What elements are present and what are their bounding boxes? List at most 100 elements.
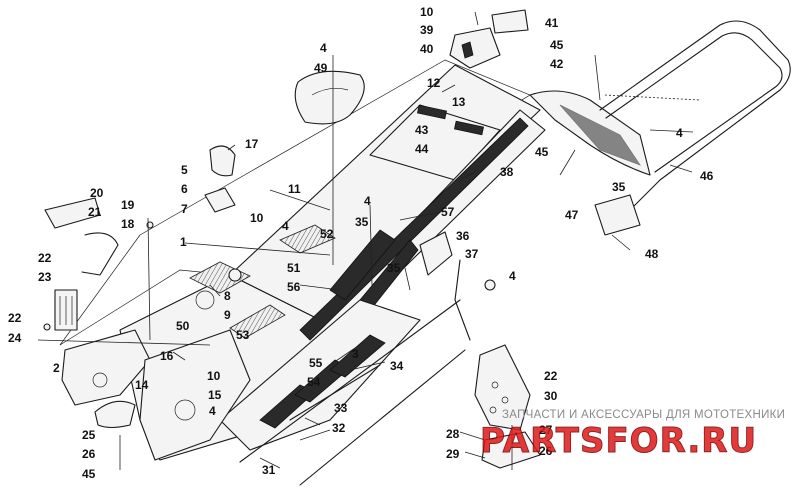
lattice-cut-3: [329, 334, 386, 378]
callout-6: 6: [181, 182, 188, 196]
callout-44: 44: [415, 142, 429, 156]
callout-45: 45: [82, 467, 96, 481]
callout-5: 5: [181, 163, 188, 177]
callout-52: 52: [320, 227, 334, 241]
hinge-47: [594, 194, 641, 236]
rear-bracket-parts: [449, 9, 529, 69]
part-21: [81, 232, 119, 276]
callout-41: 41: [545, 16, 559, 30]
callout-12: 12: [427, 76, 441, 90]
stripe-graphic-2: [329, 229, 396, 301]
callout-39: 39: [420, 23, 434, 37]
watermark-caption: ЗАПЧАСТИ И АКСЕССУАРЫ ДЛЯ МОТОТЕХНИКИ: [502, 409, 785, 421]
fitting-4: [484, 279, 496, 291]
rear-bumper: [599, 20, 791, 211]
callout-33: 33: [334, 401, 348, 415]
callout-23: 23: [38, 270, 52, 284]
callout-15: 15: [208, 388, 222, 402]
callout-56: 56: [287, 280, 301, 294]
grommet-10: [228, 268, 242, 282]
callout-35: 35: [612, 180, 626, 194]
callout-4: 4: [509, 269, 516, 283]
callout-35: 35: [387, 261, 401, 275]
callout-40: 40: [420, 42, 434, 56]
cap-25: [94, 400, 136, 429]
left-small-parts: [43, 197, 154, 331]
callout-38: 38: [500, 165, 514, 179]
running-board-rails: [239, 299, 466, 486]
pad-43b: [453, 120, 485, 136]
callout-4: 4: [676, 126, 683, 140]
callout-labels: 10 41 39 40 4 49 45 42 12 13 43 44 4 45 …: [8, 5, 714, 481]
callout-11: 11: [288, 182, 301, 196]
callout-7: 7: [181, 202, 188, 216]
callout-31: 31: [262, 463, 276, 477]
callout-26: 26: [539, 444, 553, 458]
traction-strip-53: [229, 304, 286, 339]
callout-51: 51: [287, 261, 301, 275]
watermark-logo: PARTSFOR.RU: [480, 421, 757, 461]
footrest-30: [474, 344, 531, 431]
frame-hole: [174, 399, 196, 421]
bracket-7: [204, 187, 236, 213]
callout-43: 43: [415, 123, 429, 137]
callout-1: 1: [180, 235, 187, 249]
callout-30: 30: [544, 389, 558, 403]
callout-2: 2: [53, 361, 60, 375]
callout-16: 16: [160, 349, 174, 363]
part-20: [44, 197, 101, 229]
guard-36: [419, 231, 453, 276]
rail-33: [289, 364, 381, 421]
seat-part: [294, 70, 365, 125]
boot-17: [209, 145, 236, 177]
bracket-slot: [461, 41, 474, 59]
callout-10: 10: [207, 369, 221, 383]
callout-22: 22: [544, 369, 558, 383]
callout-50: 50: [176, 319, 190, 333]
front-grab-parts: [204, 145, 236, 213]
callout-48: 48: [645, 247, 659, 261]
tunnel-assembly: [59, 59, 546, 461]
front-frame-right: [139, 329, 251, 461]
right-side-parts: [419, 194, 641, 341]
callout-29: 29: [446, 447, 460, 461]
callout-4: 4: [364, 194, 371, 208]
callout-37: 37: [465, 247, 479, 261]
callout-27: 27: [539, 423, 553, 437]
callout-22: 22: [38, 251, 52, 265]
callout-45: 45: [550, 38, 564, 52]
chain-37: [454, 259, 471, 341]
callout-3: 3: [352, 347, 359, 361]
frame-hole-3: [195, 290, 215, 310]
callout-49: 49: [314, 61, 328, 75]
front-frame-left: [61, 329, 151, 406]
callout-28: 28: [446, 427, 460, 441]
watermark: ЗАПЧАСТИ И АКСЕССУАРЫ ДЛЯ МОТОТЕХНИКИ PA…: [480, 409, 785, 462]
callout-53: 53: [236, 328, 250, 342]
callout-4: 4: [320, 41, 327, 55]
rail-32: [299, 349, 466, 486]
callout-24: 24: [8, 331, 22, 345]
callout-20: 20: [90, 186, 104, 200]
pad-43: [416, 104, 448, 120]
callout-9: 9: [224, 308, 231, 322]
frame-hole-2: [92, 372, 108, 388]
callout-18: 18: [121, 217, 135, 231]
bracket-40: [449, 27, 501, 69]
nut-22: [43, 323, 51, 331]
callout-42: 42: [550, 57, 564, 71]
callout-21: 21: [88, 205, 102, 219]
traction-strip-52: [279, 224, 336, 254]
rail-31: [239, 299, 461, 463]
snow-flap: [529, 90, 651, 176]
callout-34: 34: [390, 359, 404, 373]
callout-45: 45: [535, 145, 549, 159]
callout-10: 10: [250, 211, 264, 225]
callout-57: 57: [441, 205, 455, 219]
callout-36: 36: [456, 229, 470, 243]
callout-13: 13: [452, 95, 466, 109]
callout-22: 22: [8, 311, 22, 325]
callout-26: 26: [82, 447, 96, 461]
callout-55: 55: [309, 356, 323, 370]
